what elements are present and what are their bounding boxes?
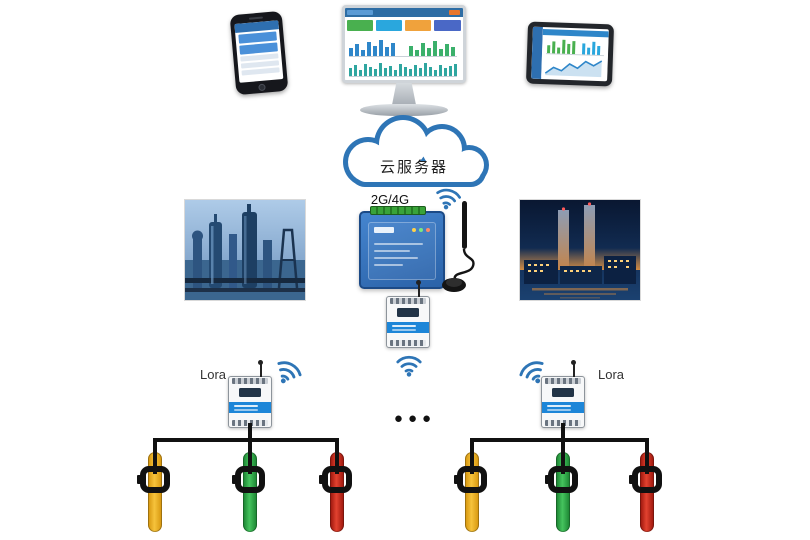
wire-segment	[248, 423, 252, 440]
cloud-shape-icon	[343, 115, 489, 187]
meter-label-band	[387, 322, 429, 333]
text-line	[374, 264, 404, 266]
power-plant-photo	[520, 200, 640, 300]
phone-speaker	[248, 16, 264, 20]
network-label: 2G/4G	[370, 192, 410, 207]
cloud-server: 云服务器	[326, 112, 502, 192]
din-meter-lora-right	[541, 360, 585, 428]
din-meter-collector	[386, 280, 430, 348]
meter-display	[397, 308, 419, 317]
wire-bus-right	[470, 438, 649, 442]
ellipsis-dots: ●●●	[393, 410, 437, 427]
meter-label-band	[542, 402, 584, 413]
gateway-front-panel	[368, 222, 436, 280]
wifi-icon-lora-left	[267, 352, 308, 392]
meter-display	[552, 388, 574, 397]
antenna-icon	[440, 197, 480, 295]
wire-segment	[561, 423, 565, 440]
ct-clamp-icon	[454, 466, 487, 493]
phone-screen	[234, 20, 284, 83]
text-line	[374, 250, 410, 252]
tablet-charts-graphic	[541, 29, 609, 80]
cloud-server-label: 云服务器	[379, 159, 448, 176]
smartphone	[229, 10, 289, 96]
lora-label-right: Lora	[597, 367, 625, 382]
meter-label-band	[229, 402, 271, 413]
wifi-icon-gateway	[431, 182, 466, 214]
gateway-terminal-block	[370, 206, 426, 215]
monitor-screen	[342, 5, 466, 83]
antenna-stub-icon	[416, 280, 421, 297]
din-meter-lora-left	[228, 360, 272, 428]
monitor-stand	[392, 83, 416, 105]
meter-terminals-top	[390, 298, 426, 304]
led-icon	[412, 228, 416, 232]
wifi-icon-collector	[394, 352, 424, 378]
gateway-4g-router	[359, 206, 445, 289]
wire-segment	[248, 440, 252, 474]
phone-app-row	[241, 67, 280, 76]
tablet-screen	[531, 26, 609, 82]
gateway-logo	[374, 227, 394, 233]
lora-label-left: Lora	[199, 367, 227, 382]
wire-bus-left	[153, 438, 339, 442]
dashboard-graphic	[345, 8, 463, 80]
wire-segment	[561, 440, 565, 474]
ct-clamp-icon	[319, 466, 352, 493]
wire-segment	[645, 440, 649, 474]
refinery-photo	[185, 200, 305, 300]
gateway-panel-text	[374, 243, 430, 271]
wire-segment	[470, 440, 474, 474]
antenna-stub-icon	[258, 360, 263, 377]
gateway-led-indicators	[412, 228, 430, 232]
led-icon	[419, 228, 423, 232]
meter-terminals-bottom	[390, 340, 426, 346]
wire-segment	[335, 440, 339, 474]
ct-clamp-icon	[137, 466, 170, 493]
wire-segment	[153, 440, 157, 474]
meter-display	[239, 388, 261, 397]
antenna-stub-icon	[571, 360, 576, 377]
wifi-icon-lora-right	[512, 352, 553, 392]
desktop-monitor	[342, 5, 466, 119]
text-line	[374, 257, 418, 259]
meter-terminals-top	[545, 378, 581, 384]
phone-home-button	[258, 83, 266, 92]
ct-clamp-icon	[232, 466, 265, 493]
ct-clamp-icon	[545, 466, 578, 493]
meter-terminals-top	[232, 378, 268, 384]
text-line	[374, 243, 424, 245]
led-icon	[426, 228, 430, 232]
tablet	[525, 21, 615, 87]
monitor-base	[360, 104, 448, 116]
ct-clamp-icon	[629, 466, 662, 493]
